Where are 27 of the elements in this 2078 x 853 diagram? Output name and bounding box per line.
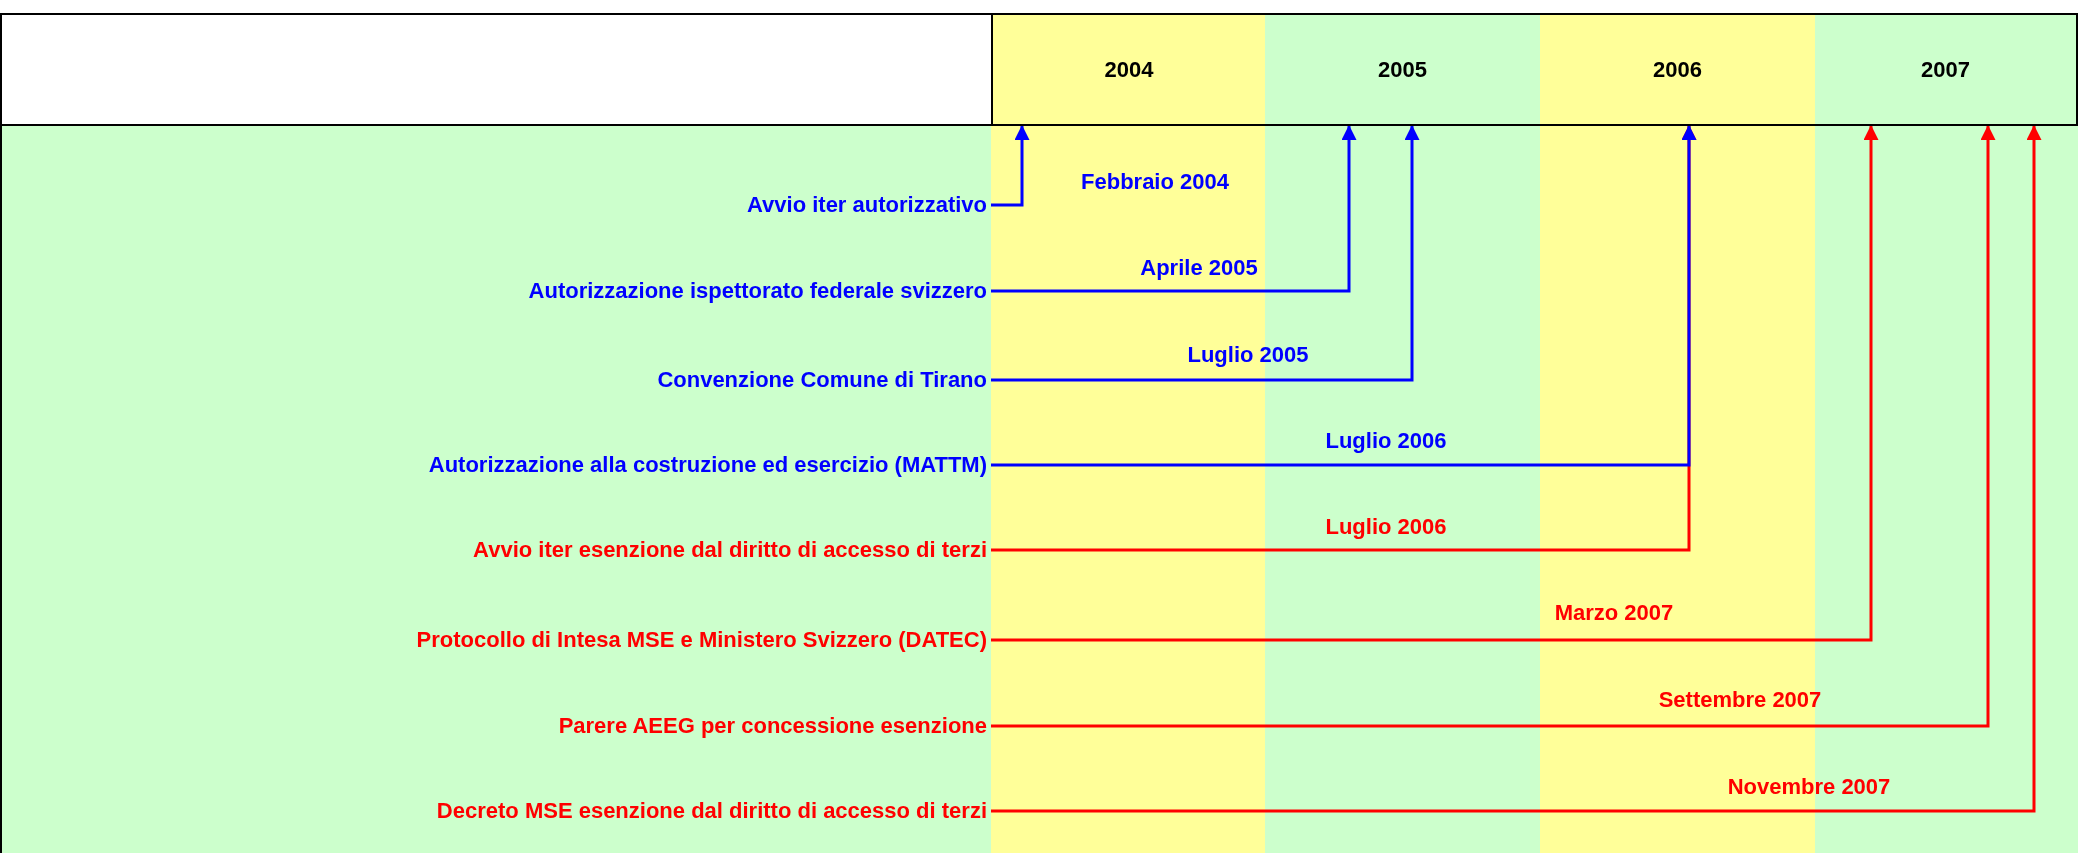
- edge-label: Luglio 2005: [1187, 342, 1309, 368]
- edge-label: Febbraio 2004: [1081, 169, 1229, 195]
- arrow: [991, 125, 1697, 467]
- milestone-label: Avvio iter esenzione dal diritto di accesso di terzi: [473, 537, 987, 563]
- arrow: [991, 125, 1996, 728]
- year-header: 2007: [1815, 13, 2078, 126]
- year-header: 2004: [991, 13, 1265, 126]
- edge-label: Settembre 2007: [1658, 687, 1822, 713]
- edge-label: Luglio 2006: [1325, 514, 1447, 540]
- arrow: [991, 125, 1030, 207]
- arrow: [991, 125, 1357, 293]
- edge-label: Novembre 2007: [1727, 774, 1891, 800]
- year-header: 2006: [1540, 13, 1815, 126]
- edge-label: Aprile 2005: [1140, 255, 1258, 281]
- milestone-label: Decreto MSE esenzione dal diritto di accesso di terzi: [436, 798, 987, 824]
- edge-label: Luglio 2006: [1325, 428, 1447, 454]
- arrow: [991, 125, 1879, 642]
- edge-label: Marzo 2007: [1554, 600, 1674, 626]
- milestone-label: Parere AEEG per concessione esenzione: [558, 713, 987, 739]
- arrow: [991, 125, 1420, 382]
- milestone-label: Convenzione Comune di Tirano: [657, 367, 987, 393]
- arrow: [991, 125, 2042, 813]
- year-header: 2005: [1265, 13, 1540, 126]
- milestone-label: Protocollo di Intesa MSE e Ministero Svizzero (DATEC): [416, 627, 987, 653]
- milestone-label: Autorizzazione ispettorato federale svizzero: [528, 278, 987, 304]
- milestone-label: Avvio iter autorizzativo: [747, 192, 987, 218]
- milestone-label: Autorizzazione alla costruzione ed esercizio (MATTM): [428, 452, 987, 478]
